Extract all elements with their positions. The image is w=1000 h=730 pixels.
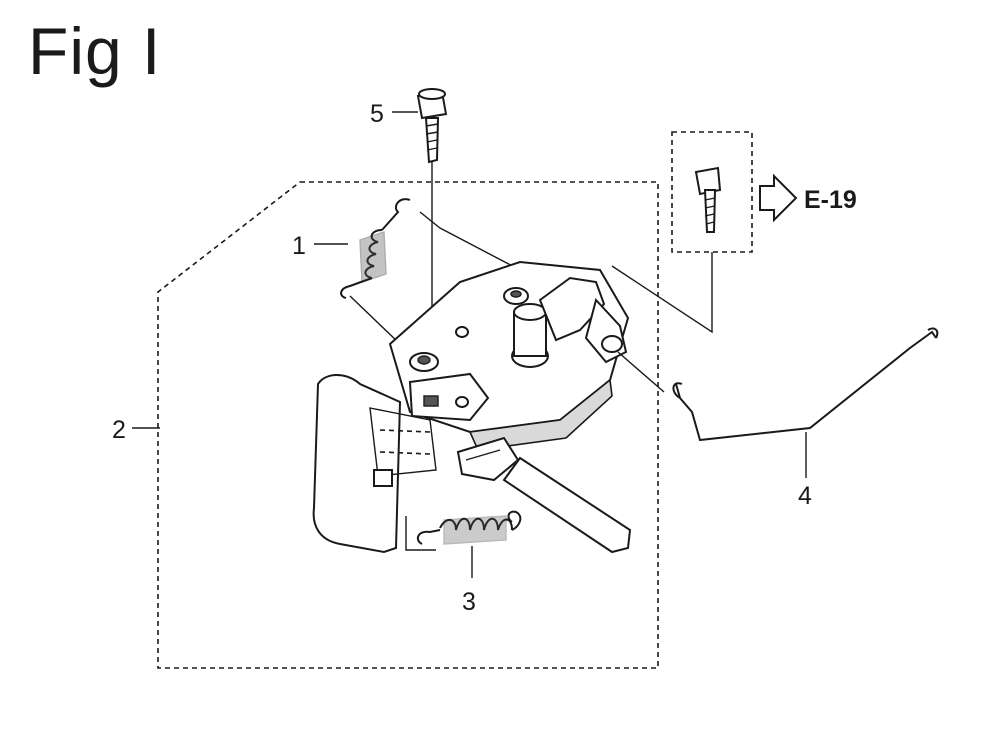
callout-3: 3 xyxy=(462,588,476,616)
rod-4 xyxy=(672,327,939,442)
callout-5: 5 xyxy=(370,100,384,128)
spring-3 xyxy=(405,510,522,551)
reference-arrow xyxy=(759,173,798,223)
rod-4-leader xyxy=(617,351,665,393)
spring-1 xyxy=(340,198,411,299)
assembly-boundary xyxy=(157,181,659,669)
reference-label: E-19 xyxy=(804,186,857,214)
cover-plate xyxy=(312,374,437,554)
reference-box xyxy=(671,131,753,253)
control-base-2 xyxy=(388,260,630,451)
throttle-lever xyxy=(456,436,632,554)
bolt-5 xyxy=(416,88,448,164)
callout-1: 1 xyxy=(292,232,306,260)
reference-leader xyxy=(611,252,713,334)
callout-4: 4 xyxy=(798,482,812,510)
figure-title: Fig I xyxy=(28,14,162,88)
spring-1-leader xyxy=(419,211,521,271)
callout-2: 2 xyxy=(112,416,126,444)
reference-bolt xyxy=(694,166,722,233)
